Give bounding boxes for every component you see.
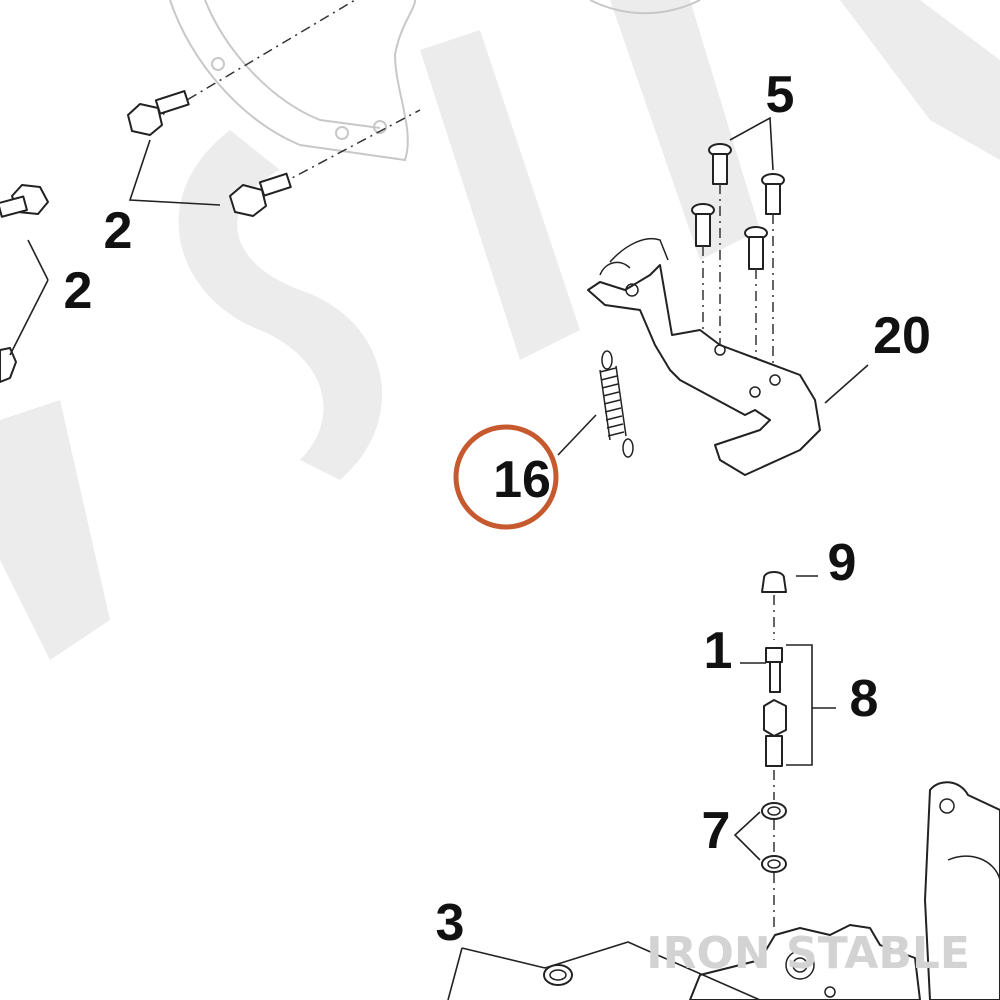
housing-ghost [169, 0, 701, 162]
flange-bolt-middle [229, 109, 421, 217]
pedal-bracket [587, 238, 821, 476]
callout-8: 8 [850, 670, 879, 728]
callout-9: 9 [828, 534, 857, 592]
sealing-washer-upper [761, 802, 787, 853]
callout-5: 5 [766, 66, 795, 124]
o-ring [543, 964, 573, 986]
flange-bolt-left-lower [0, 347, 17, 383]
return-spring [599, 350, 634, 458]
adapter-fitting [763, 699, 787, 800]
socket-screw-3 [691, 203, 715, 330]
callout-16: 16 [493, 451, 551, 509]
callout-labels: 5 2 2 20 16 9 1 8 7 3 [64, 66, 931, 952]
flange-bolt-left-upper [0, 184, 49, 218]
callout-20: 20 [873, 307, 931, 365]
callout-2-upper: 2 [104, 202, 133, 260]
dust-cap [761, 571, 787, 640]
sealing-washer-lower [761, 855, 787, 930]
socket-screw-1 [708, 143, 732, 350]
callout-3: 3 [436, 894, 465, 952]
callout-2-lower: 2 [64, 262, 93, 320]
background-watermark [0, 0, 1000, 660]
callout-7: 7 [702, 802, 731, 860]
grease-nipple [765, 647, 783, 693]
socket-screw-2 [761, 173, 785, 215]
flange-bolt-upper-left [127, 0, 356, 136]
callout-1: 1 [704, 622, 733, 680]
caliper-assembly [689, 781, 1000, 1000]
brand-watermark: IRON STABLE [646, 928, 970, 979]
leader-lines [9, 116, 869, 1000]
highlight-ring [453, 424, 559, 530]
